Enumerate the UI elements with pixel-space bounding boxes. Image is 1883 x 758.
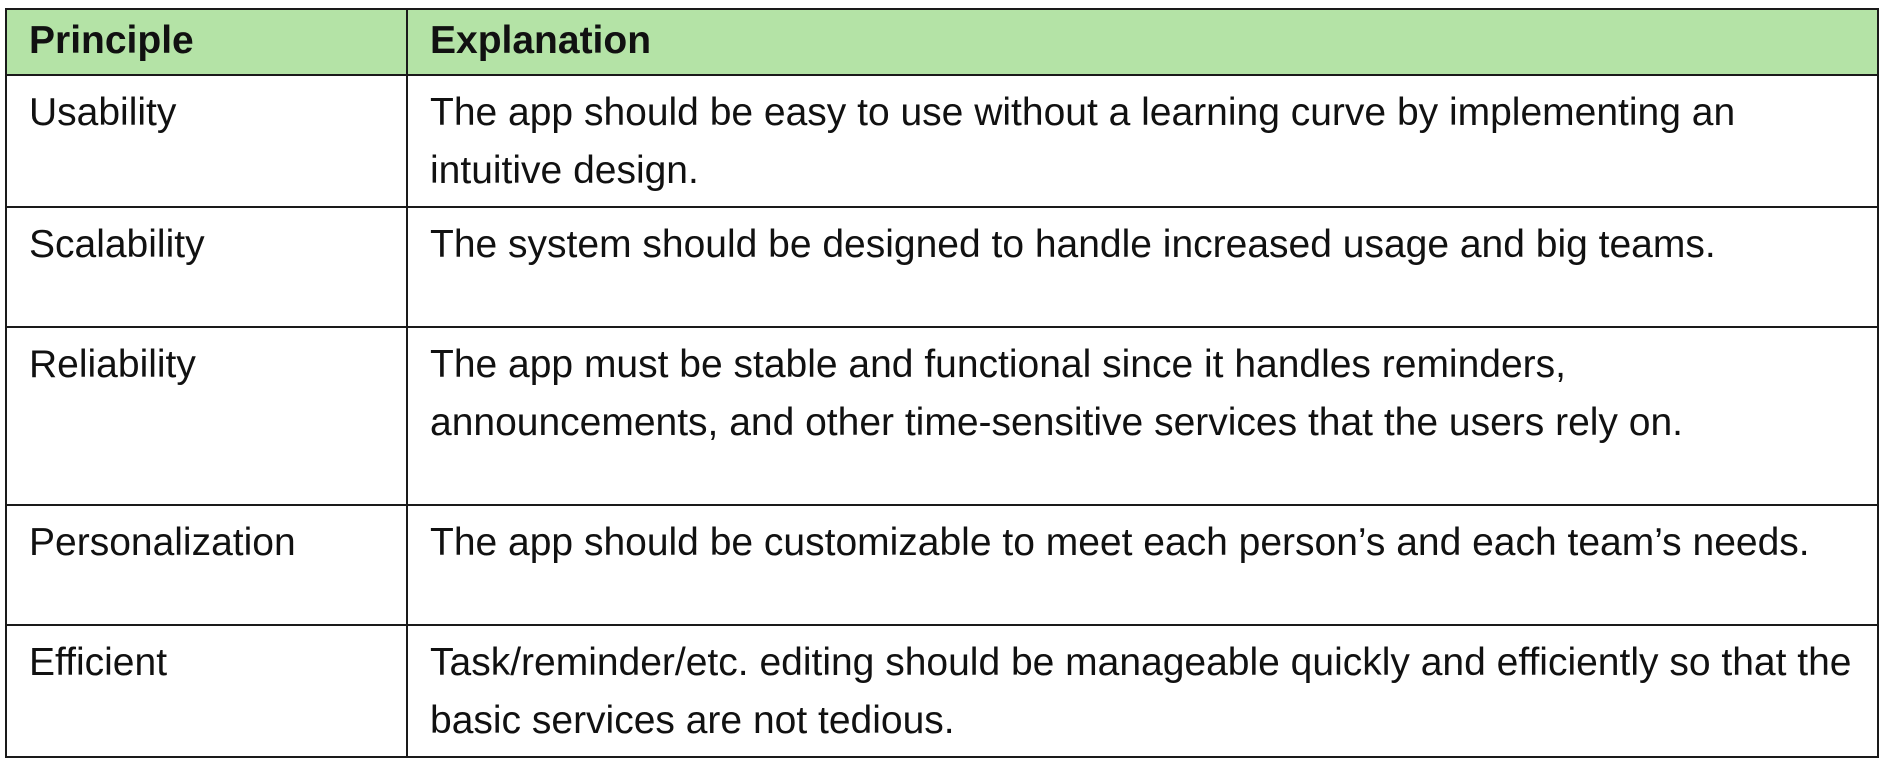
document-page: Principle Explanation Usability The app … [5, 8, 1879, 758]
table-row: Scalability The system should be designe… [5, 206, 1879, 328]
table-row: Personalization The app should be custom… [5, 504, 1879, 626]
principles-table: Principle Explanation Usability The app … [5, 8, 1879, 758]
principle-cell: Personalization [5, 504, 408, 626]
table-row: Usability The app should be easy to use … [5, 74, 1879, 208]
principle-cell: Scalability [5, 206, 408, 328]
table-row: Reliability The app must be stable and f… [5, 326, 1879, 506]
explanation-cell: The app must be stable and functional si… [406, 326, 1879, 506]
explanation-cell: The app should be easy to use without a … [406, 74, 1879, 208]
header-principle: Principle [5, 8, 408, 76]
explanation-cell: The system should be designed to handle … [406, 206, 1879, 328]
principle-cell: Reliability [5, 326, 408, 506]
explanation-cell: Task/reminder/etc. editing should be man… [406, 624, 1879, 758]
header-explanation: Explanation [406, 8, 1879, 76]
principle-cell: Usability [5, 74, 408, 208]
table-header-row: Principle Explanation [5, 8, 1879, 76]
table-row: Efficient Task/reminder/etc. editing sho… [5, 624, 1879, 758]
principle-cell: Efficient [5, 624, 408, 758]
explanation-cell: The app should be customizable to meet e… [406, 504, 1879, 626]
